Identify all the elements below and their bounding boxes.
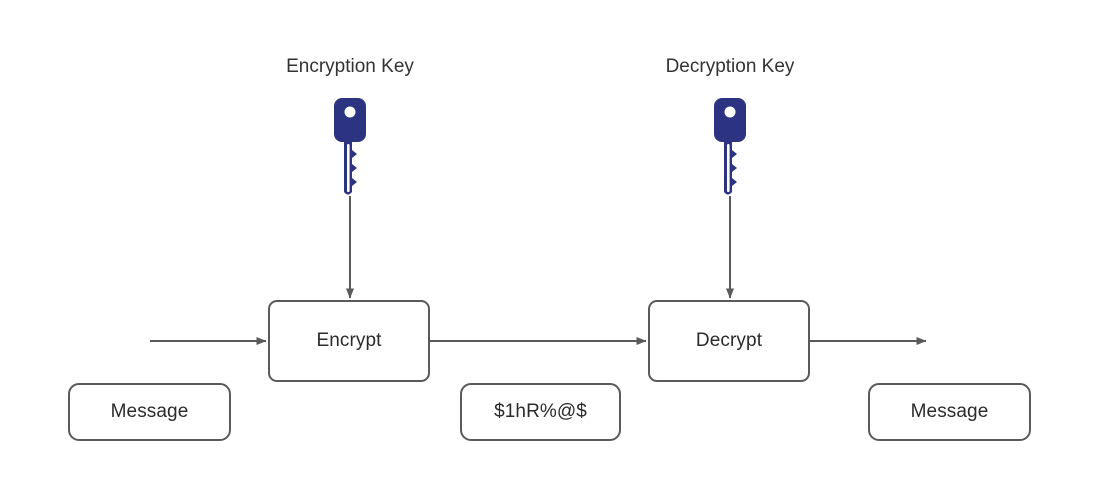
message-output-box[interactable]: Message xyxy=(868,383,1031,441)
decryption-key-icon xyxy=(710,94,750,200)
message-input-box[interactable]: Message xyxy=(68,383,231,441)
decrypt-process-box[interactable]: Decrypt xyxy=(648,300,810,382)
encryption-key-label: Encryption Key xyxy=(286,56,414,77)
ciphertext-box[interactable]: $1hR%@$ xyxy=(460,383,621,441)
encrypt-process-box[interactable]: Encrypt xyxy=(268,300,430,382)
encryption-key-icon xyxy=(330,94,370,200)
decryption-key-label: Decryption Key xyxy=(665,56,795,77)
